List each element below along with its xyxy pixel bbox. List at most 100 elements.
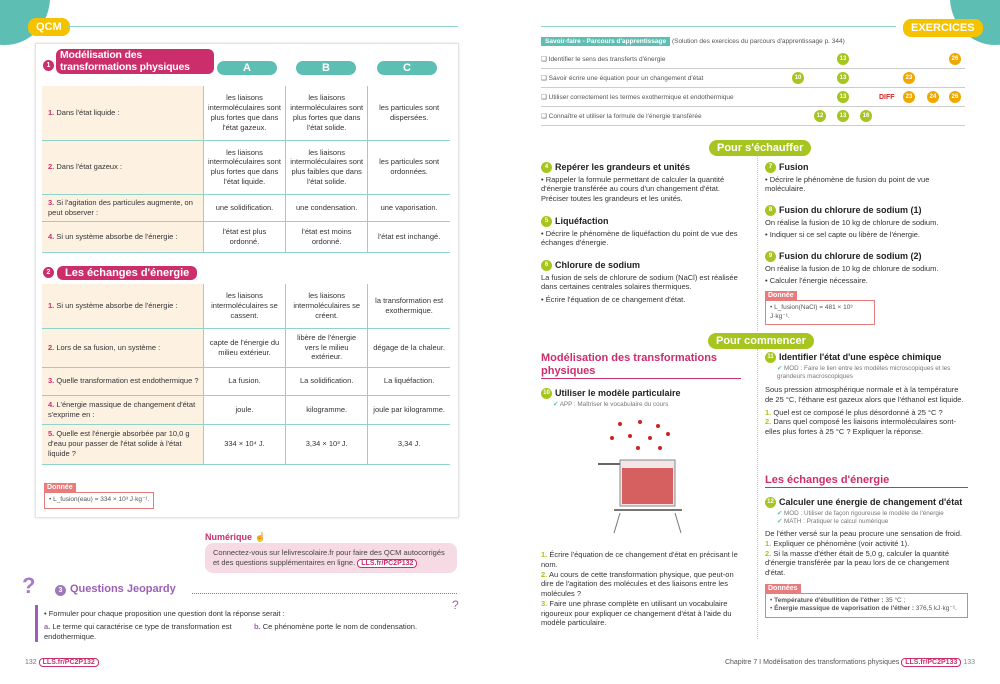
option-b[interactable]: une condensation. <box>285 194 368 222</box>
skill-row: ❑ Utiliser correctement les termes exoth… <box>541 88 965 107</box>
table-row: 4. Si un système absorbe de l'énergie :l… <box>42 221 450 253</box>
jeopardy-body: • Formuler pour chaque proposition une q… <box>44 609 418 641</box>
column-divider <box>757 349 758 639</box>
exercise-badge[interactable]: 26 <box>949 91 961 103</box>
footer-right: Chapitre 7 I Modélisation des transforma… <box>724 658 975 667</box>
option-b[interactable]: La solidification. <box>285 367 368 396</box>
option-b[interactable]: kilogramme. <box>285 395 368 425</box>
footer-left: 132 LLS.fr/PC2P132 <box>25 658 99 667</box>
exercise-badge[interactable]: 23 <box>903 72 915 84</box>
option-a[interactable]: une solidification. <box>202 194 286 222</box>
qcm-box <box>35 43 459 518</box>
exercise-badge[interactable]: 16 <box>860 110 872 122</box>
option-b[interactable]: libère de l'énergie vers le milieu extér… <box>285 328 368 368</box>
table-row: 3. Quelle transformation est endothermiq… <box>42 367 450 396</box>
option-c[interactable]: joule par kilogramme. <box>367 395 450 425</box>
bracket <box>35 605 38 642</box>
section-title: Modélisation des transformations physiqu… <box>56 49 214 75</box>
option-a[interactable]: capte de l'énergie du milieu extérieur. <box>202 328 286 368</box>
option-c[interactable]: la transformation est exothermique. <box>367 284 450 329</box>
option-c[interactable]: dégage de la chaleur. <box>367 328 450 368</box>
divider <box>192 593 457 594</box>
option-a[interactable]: l'état est plus ordonné. <box>202 221 286 253</box>
table-row: 2. Lors de sa fusion, un système :capte … <box>42 328 450 368</box>
skill-row: ❑ Savoir écrire une équation pour un cha… <box>541 69 965 88</box>
link[interactable]: LLS.fr/PC2P132 <box>38 658 99 667</box>
col-c: C <box>377 61 437 75</box>
warmup-header: Pour s'échauffer <box>709 140 812 157</box>
question-mark-icon: ? <box>452 598 459 612</box>
option-a[interactable]: les liaisons intermoléculaires sont plus… <box>202 140 286 195</box>
option-a[interactable]: les liaisons intermoléculaires sont plus… <box>202 86 286 141</box>
donnee: Donnée • L_fusion(eau) = 334 × 10³ J·kg⁻… <box>44 482 155 509</box>
option-b[interactable]: l'état est moins ordonné. <box>285 221 368 253</box>
option-c[interactable]: les particules sont dispersées. <box>367 86 450 141</box>
exercise-badge[interactable]: 13 <box>837 110 849 122</box>
question-mark-icon: ? <box>22 573 36 598</box>
exercise-badge[interactable]: 26 <box>949 53 961 65</box>
table-row: 3. Si l'agitation des particules augment… <box>42 194 450 222</box>
table-row: 1. Dans l'état liquide :les liaisons int… <box>42 86 450 141</box>
option-b[interactable]: les liaisons intermoléculaires se créent… <box>285 284 368 329</box>
exercise-badge[interactable]: 12 <box>814 110 826 122</box>
exercise-badge[interactable]: 13 <box>837 53 849 65</box>
option-a[interactable]: les liaisons intermoléculaires se cassen… <box>202 284 286 329</box>
touch-icon: ☝ <box>254 532 266 542</box>
option-c[interactable]: 3,34 J. <box>367 424 450 465</box>
table-row: 2. Dans l'état gazeux :les liaisons inte… <box>42 140 450 195</box>
option-c[interactable]: les particules sont ordonnées. <box>367 140 450 195</box>
column-divider <box>757 156 758 331</box>
col-b: B <box>296 61 356 75</box>
exercise-badge[interactable]: 23 <box>903 91 915 103</box>
diff-label: DIFF <box>879 94 895 101</box>
divider <box>541 26 896 27</box>
option-a[interactable]: La fusion. <box>202 367 286 396</box>
qcm-table-2: 1. Si un système absorbe de l'énergie :l… <box>42 284 450 465</box>
option-a[interactable]: 334 × 10⁴ J. <box>202 424 286 465</box>
option-c[interactable]: l'état est inchangé. <box>367 221 450 253</box>
exercise-10-questions: 1. Écrire l'équation de ce changement d'… <box>541 550 738 628</box>
skill-row: ❑ Connaître et utiliser la formule de l'… <box>541 107 965 126</box>
exercise-badge[interactable]: 13 <box>837 91 849 103</box>
exercise-badge[interactable]: 10 <box>792 72 804 84</box>
option-a[interactable]: joule. <box>202 395 286 425</box>
qcm-table-1: 1. Dans l'état liquide :les liaisons int… <box>42 86 450 253</box>
skill-row: ❑ Identifier le sens des transferts d'én… <box>541 50 965 69</box>
option-c[interactable]: une vaporisation. <box>367 194 450 222</box>
col-a: A <box>217 61 277 75</box>
section-title: Les échanges d'énergie <box>57 266 198 281</box>
section-number: 2 <box>43 267 54 278</box>
table-row: 1. Si un système absorbe de l'énergie :l… <box>42 284 450 329</box>
numerique-box: Connectez-vous sur lelivrescolaire.fr po… <box>205 543 457 573</box>
option-b[interactable]: les liaisons intermoléculaires sont plus… <box>285 86 368 141</box>
particles <box>610 420 670 450</box>
option-b[interactable]: les liaisons intermoléculaires sont plus… <box>285 140 368 195</box>
section-number: 3 <box>55 585 66 596</box>
option-c[interactable]: La liquéfaction. <box>367 367 450 396</box>
numerique-title: Numérique ☝ <box>205 532 266 542</box>
exercise-badge[interactable]: 13 <box>837 72 849 84</box>
link[interactable]: LLS.fr/PC2P133 <box>901 658 962 667</box>
pot-illustration <box>598 420 682 534</box>
heading: Les échanges d'énergie <box>765 474 968 489</box>
link[interactable]: LLS.fr/PC2P132 <box>357 558 418 568</box>
qcm-tag: QCM <box>28 18 70 37</box>
start-header: Pour commencer <box>708 333 814 350</box>
divider <box>68 26 458 27</box>
exercise-badge[interactable]: 24 <box>927 91 939 103</box>
savoir-faire-header: Savoir-faire - Parcours d'apprentissage … <box>541 37 845 46</box>
table-row: 5. Quelle est l'énergie absorbée par 10,… <box>42 424 450 465</box>
jeopardy-title: Questions Jeopardy <box>70 583 176 595</box>
option-b[interactable]: 3,34 × 10³ J. <box>285 424 368 465</box>
heading: Modélisation des transformations physiqu… <box>541 352 741 380</box>
exercices-tag: EXERCICES <box>903 19 983 38</box>
section-number: 1 <box>43 60 54 71</box>
